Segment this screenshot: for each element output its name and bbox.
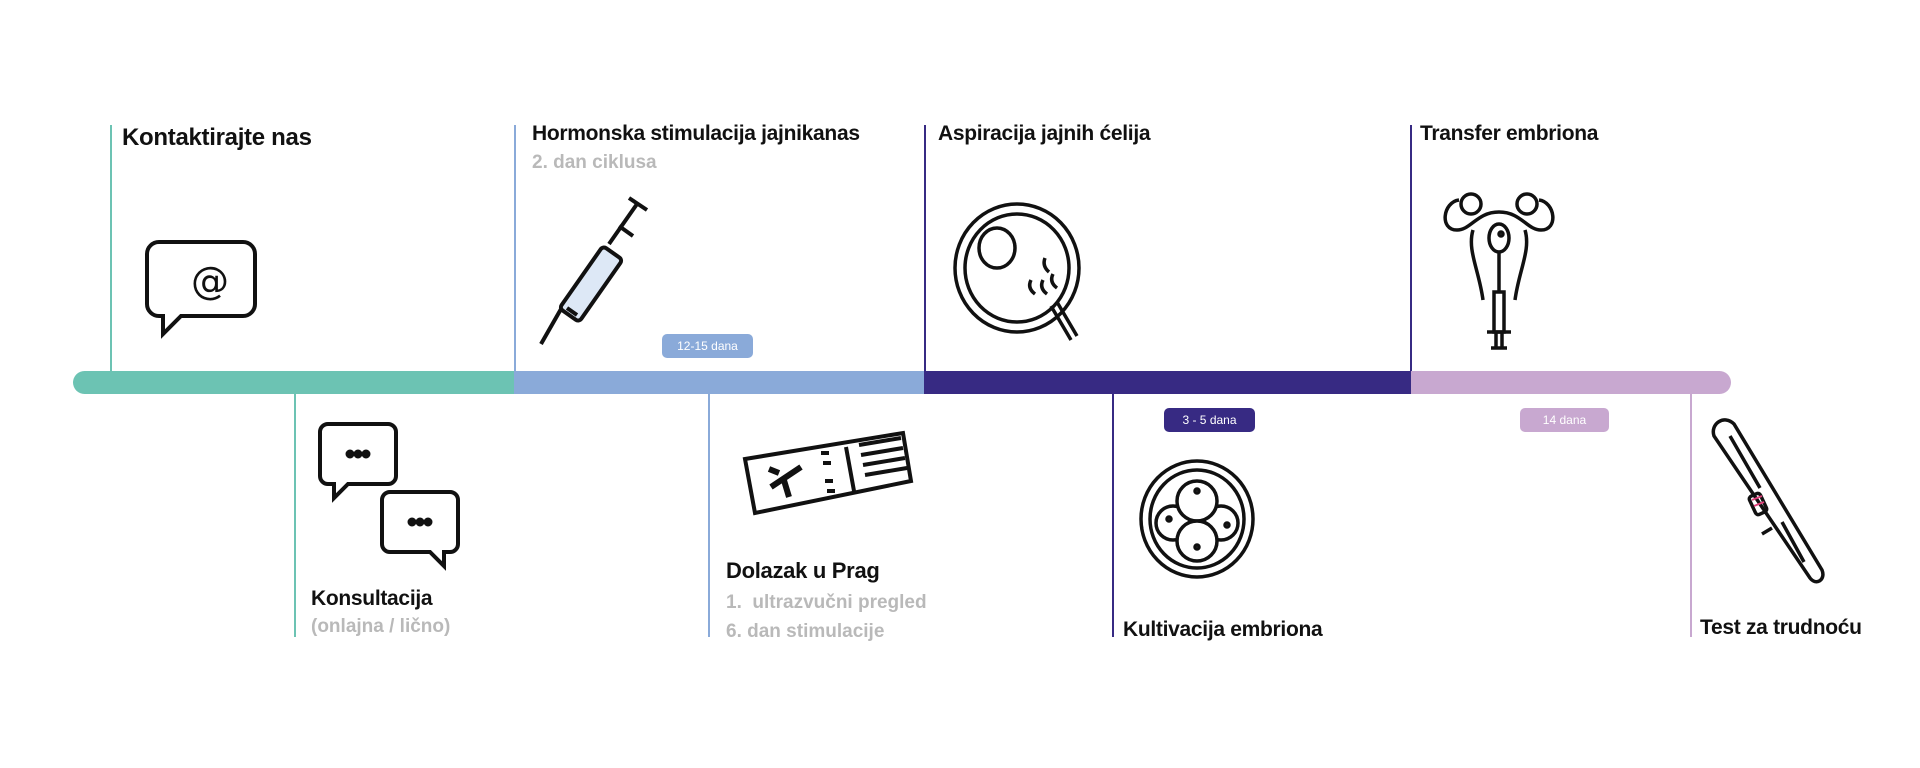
step-title-test: Test za trudnoću — [1700, 616, 1862, 639]
step-title-stimulation: Hormonska stimulacija jajnikanas — [532, 122, 860, 145]
svg-text:@: @ — [191, 259, 229, 303]
pregnancy-test-icon — [1711, 418, 1825, 584]
connector-cultivation — [1112, 394, 1114, 637]
email-at-bubble-icon: @ — [145, 240, 257, 339]
step-sub-arrival-1: 1. ultrazvučni pregled — [726, 592, 927, 613]
step-sub-consult: (onlajna / lično) — [311, 616, 451, 637]
step-title-consult: Konsultacija — [311, 587, 433, 610]
step-title-arrival: Dolazak u Prag — [726, 558, 880, 583]
step-title-contact: Kontaktirajte nas — [122, 124, 312, 151]
connector-aspiration — [924, 125, 926, 371]
step-title-cultivation: Kultivacija embriona — [1123, 618, 1323, 641]
embryo-dish-icon — [1139, 459, 1255, 579]
timeline-segment-contact — [73, 371, 514, 394]
connector-stimulation — [514, 125, 516, 371]
duration-badge-waiting: 14 dana — [1520, 408, 1609, 432]
uterus-icon — [1443, 192, 1555, 350]
chat-bubbles-icon — [318, 422, 460, 571]
step-title-aspiration: Aspiracija jajnih ćelija — [938, 122, 1151, 145]
step-sub-arrival-2: 6. dan stimulacije — [726, 621, 885, 642]
timeline-segment-stimulation — [514, 371, 924, 394]
connector-contact — [110, 125, 112, 371]
step-sub-stimulation: 2. dan ciklusa — [532, 152, 657, 173]
petri-dish-egg-icon — [953, 202, 1081, 341]
connector-test — [1690, 394, 1692, 637]
duration-badge-cultivation: 3 - 5 dana — [1164, 408, 1255, 432]
connector-transfer — [1410, 125, 1412, 371]
duration-badge-stimulation: 12-15 dana — [662, 334, 753, 358]
connector-arrival — [708, 394, 710, 637]
connector-consult — [294, 394, 296, 637]
timeline-segment-transfer — [1411, 371, 1731, 394]
plane-ticket-icon — [742, 430, 914, 516]
timeline-segment-embryo — [924, 371, 1411, 394]
step-title-transfer: Transfer embriona — [1420, 122, 1599, 145]
syringe-icon — [539, 196, 649, 345]
